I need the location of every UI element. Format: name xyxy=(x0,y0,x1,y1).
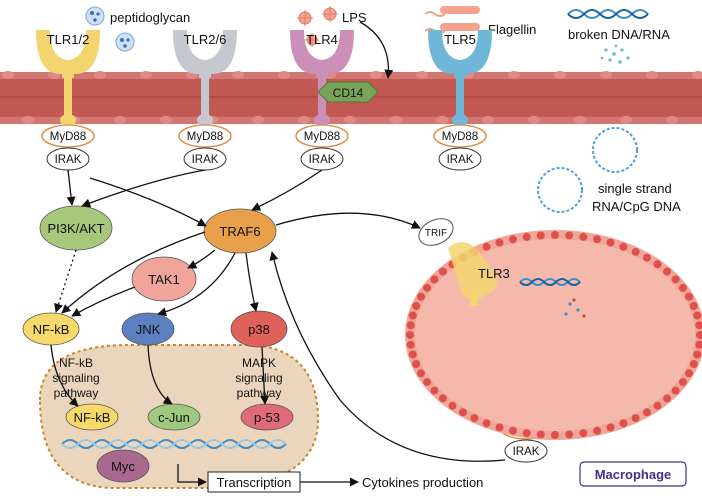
arrow-p38-p53 xyxy=(260,346,270,405)
p38-label: p38 xyxy=(248,322,270,337)
peptidoglycan-label: peptidoglycan xyxy=(110,10,190,25)
tlr26-label: TLR2/6 xyxy=(184,32,227,47)
svg-text:signaling: signaling xyxy=(52,371,99,385)
svg-text:MAPK: MAPK xyxy=(242,356,276,370)
cjun-label: c-Jun xyxy=(158,410,190,425)
cjun-node: c-Jun xyxy=(147,403,201,431)
myd88-label: MyD88 xyxy=(187,131,223,143)
traf6-node: TRAF6 xyxy=(203,208,277,254)
broken-dna-ligand: broken DNA/RNA xyxy=(567,9,670,64)
cd14: CD14 xyxy=(317,81,379,103)
p38-node: p38 xyxy=(230,310,288,348)
myd88-label: MyD88 xyxy=(442,131,478,143)
macrophage-tag: Macrophage xyxy=(579,461,687,487)
arrow-lps-cd14 xyxy=(359,21,394,79)
dna-helix xyxy=(61,439,287,449)
arrow-pi3k-nfkb xyxy=(54,249,77,313)
myc-label: Myc xyxy=(111,459,135,474)
flagellin-label: Flagellin xyxy=(488,22,536,37)
trif-label: TRIF xyxy=(425,228,447,239)
arrow-irak79-traf6 xyxy=(269,251,506,462)
arrow-jnk-cjun xyxy=(147,344,173,405)
myc-node: Myc xyxy=(96,449,150,483)
mapk-pathway-label: MAPK signaling pathway xyxy=(235,356,282,400)
p53-node: p-53 xyxy=(240,403,294,431)
nfkb-node: NF-kB xyxy=(22,312,80,346)
arrow-to-transcription xyxy=(177,464,207,487)
flagellin-ligand: Flagellin xyxy=(424,6,536,37)
cytokines-label: Cytokines production xyxy=(362,475,483,490)
tlr5-receptor: TLR5 xyxy=(428,30,492,126)
irak-label: IRAK xyxy=(192,154,219,166)
transcription-box: Transcription xyxy=(207,471,301,493)
tak1-node: TAK1 xyxy=(131,256,197,302)
arrow-traf6-nfkb xyxy=(61,231,206,314)
macrophage-label: Macrophage xyxy=(595,467,672,482)
tlr26-receptor: TLR2/6 xyxy=(173,30,237,126)
arrow-traf6-trif xyxy=(275,212,421,229)
arrow-irak4-traf6 xyxy=(251,169,323,211)
tlr4-receptor: TLR4 xyxy=(290,30,354,126)
cd14-label: CD14 xyxy=(333,86,364,100)
p53-label: p-53 xyxy=(254,410,280,425)
myd88-label: MyD88 xyxy=(50,131,86,143)
arrow-traf6-p38 xyxy=(245,252,259,312)
tlr12-receptor: TLR1/2 xyxy=(36,30,100,126)
tlr5-label: TLR5 xyxy=(444,32,476,47)
tlr3-receptor: TLR3 xyxy=(448,241,510,306)
irak-label: IRAK xyxy=(447,154,474,166)
jnk-label: JNK xyxy=(136,322,161,337)
broken-dna-label: broken DNA/RNA xyxy=(568,27,670,42)
pi3k-akt-node: PI3K/AKT xyxy=(39,205,113,251)
jnk-node: JNK xyxy=(121,312,175,346)
trif: TRIF xyxy=(418,218,454,246)
lps-ligand: LPS xyxy=(297,6,367,47)
irak-label: IRAK xyxy=(513,446,540,458)
arrow-tak1-nfkb xyxy=(71,286,136,317)
svg-text:pathway: pathway xyxy=(54,386,99,400)
endosome-dna xyxy=(519,278,586,318)
traf6-label: TRAF6 xyxy=(219,224,260,239)
svg-text:signaling: signaling xyxy=(235,371,282,385)
transcription-label: Transcription xyxy=(217,475,292,490)
nfkb-label: NF-kB xyxy=(33,322,70,337)
irak-label: IRAK xyxy=(55,154,82,166)
endosome xyxy=(405,230,702,440)
tlr3-label: TLR3 xyxy=(478,266,510,281)
arrow-traf6-jnk xyxy=(157,252,236,317)
arrow-irak26-pi3k xyxy=(81,169,206,208)
single-strand-label-1: single strand xyxy=(598,181,672,196)
arrow-irak12-pi3k xyxy=(66,169,76,206)
tlr4-label: TLR4 xyxy=(306,32,338,47)
irak-label: IRAK xyxy=(309,154,336,166)
svg-text:pathway: pathway xyxy=(237,386,282,400)
peptidoglycan-ligand: peptidoglycan xyxy=(85,6,190,52)
single-strand-label-2: RNA/CpG DNA xyxy=(592,199,681,214)
nfkb-nuc-node: NF-kB xyxy=(65,403,119,431)
arrow-irak12-traf6 xyxy=(89,177,207,227)
arrow-traf6-tak1 xyxy=(187,249,216,269)
nfkb-nuc-label: NF-kB xyxy=(74,410,111,425)
single-strand-ligand: single strand RNA/CpG DNA xyxy=(537,127,681,214)
svg-text:NF-kB: NF-kB xyxy=(59,356,93,370)
pi3k-akt-label: PI3K/AKT xyxy=(47,221,104,236)
plasma-membrane xyxy=(0,71,702,124)
tak1-label: TAK1 xyxy=(148,272,180,287)
tlr12-label: TLR1/2 xyxy=(47,32,90,47)
lps-label: LPS xyxy=(342,10,367,25)
arrow-nfkb-nucleus xyxy=(50,344,79,407)
myd88-label: MyD88 xyxy=(304,131,340,143)
